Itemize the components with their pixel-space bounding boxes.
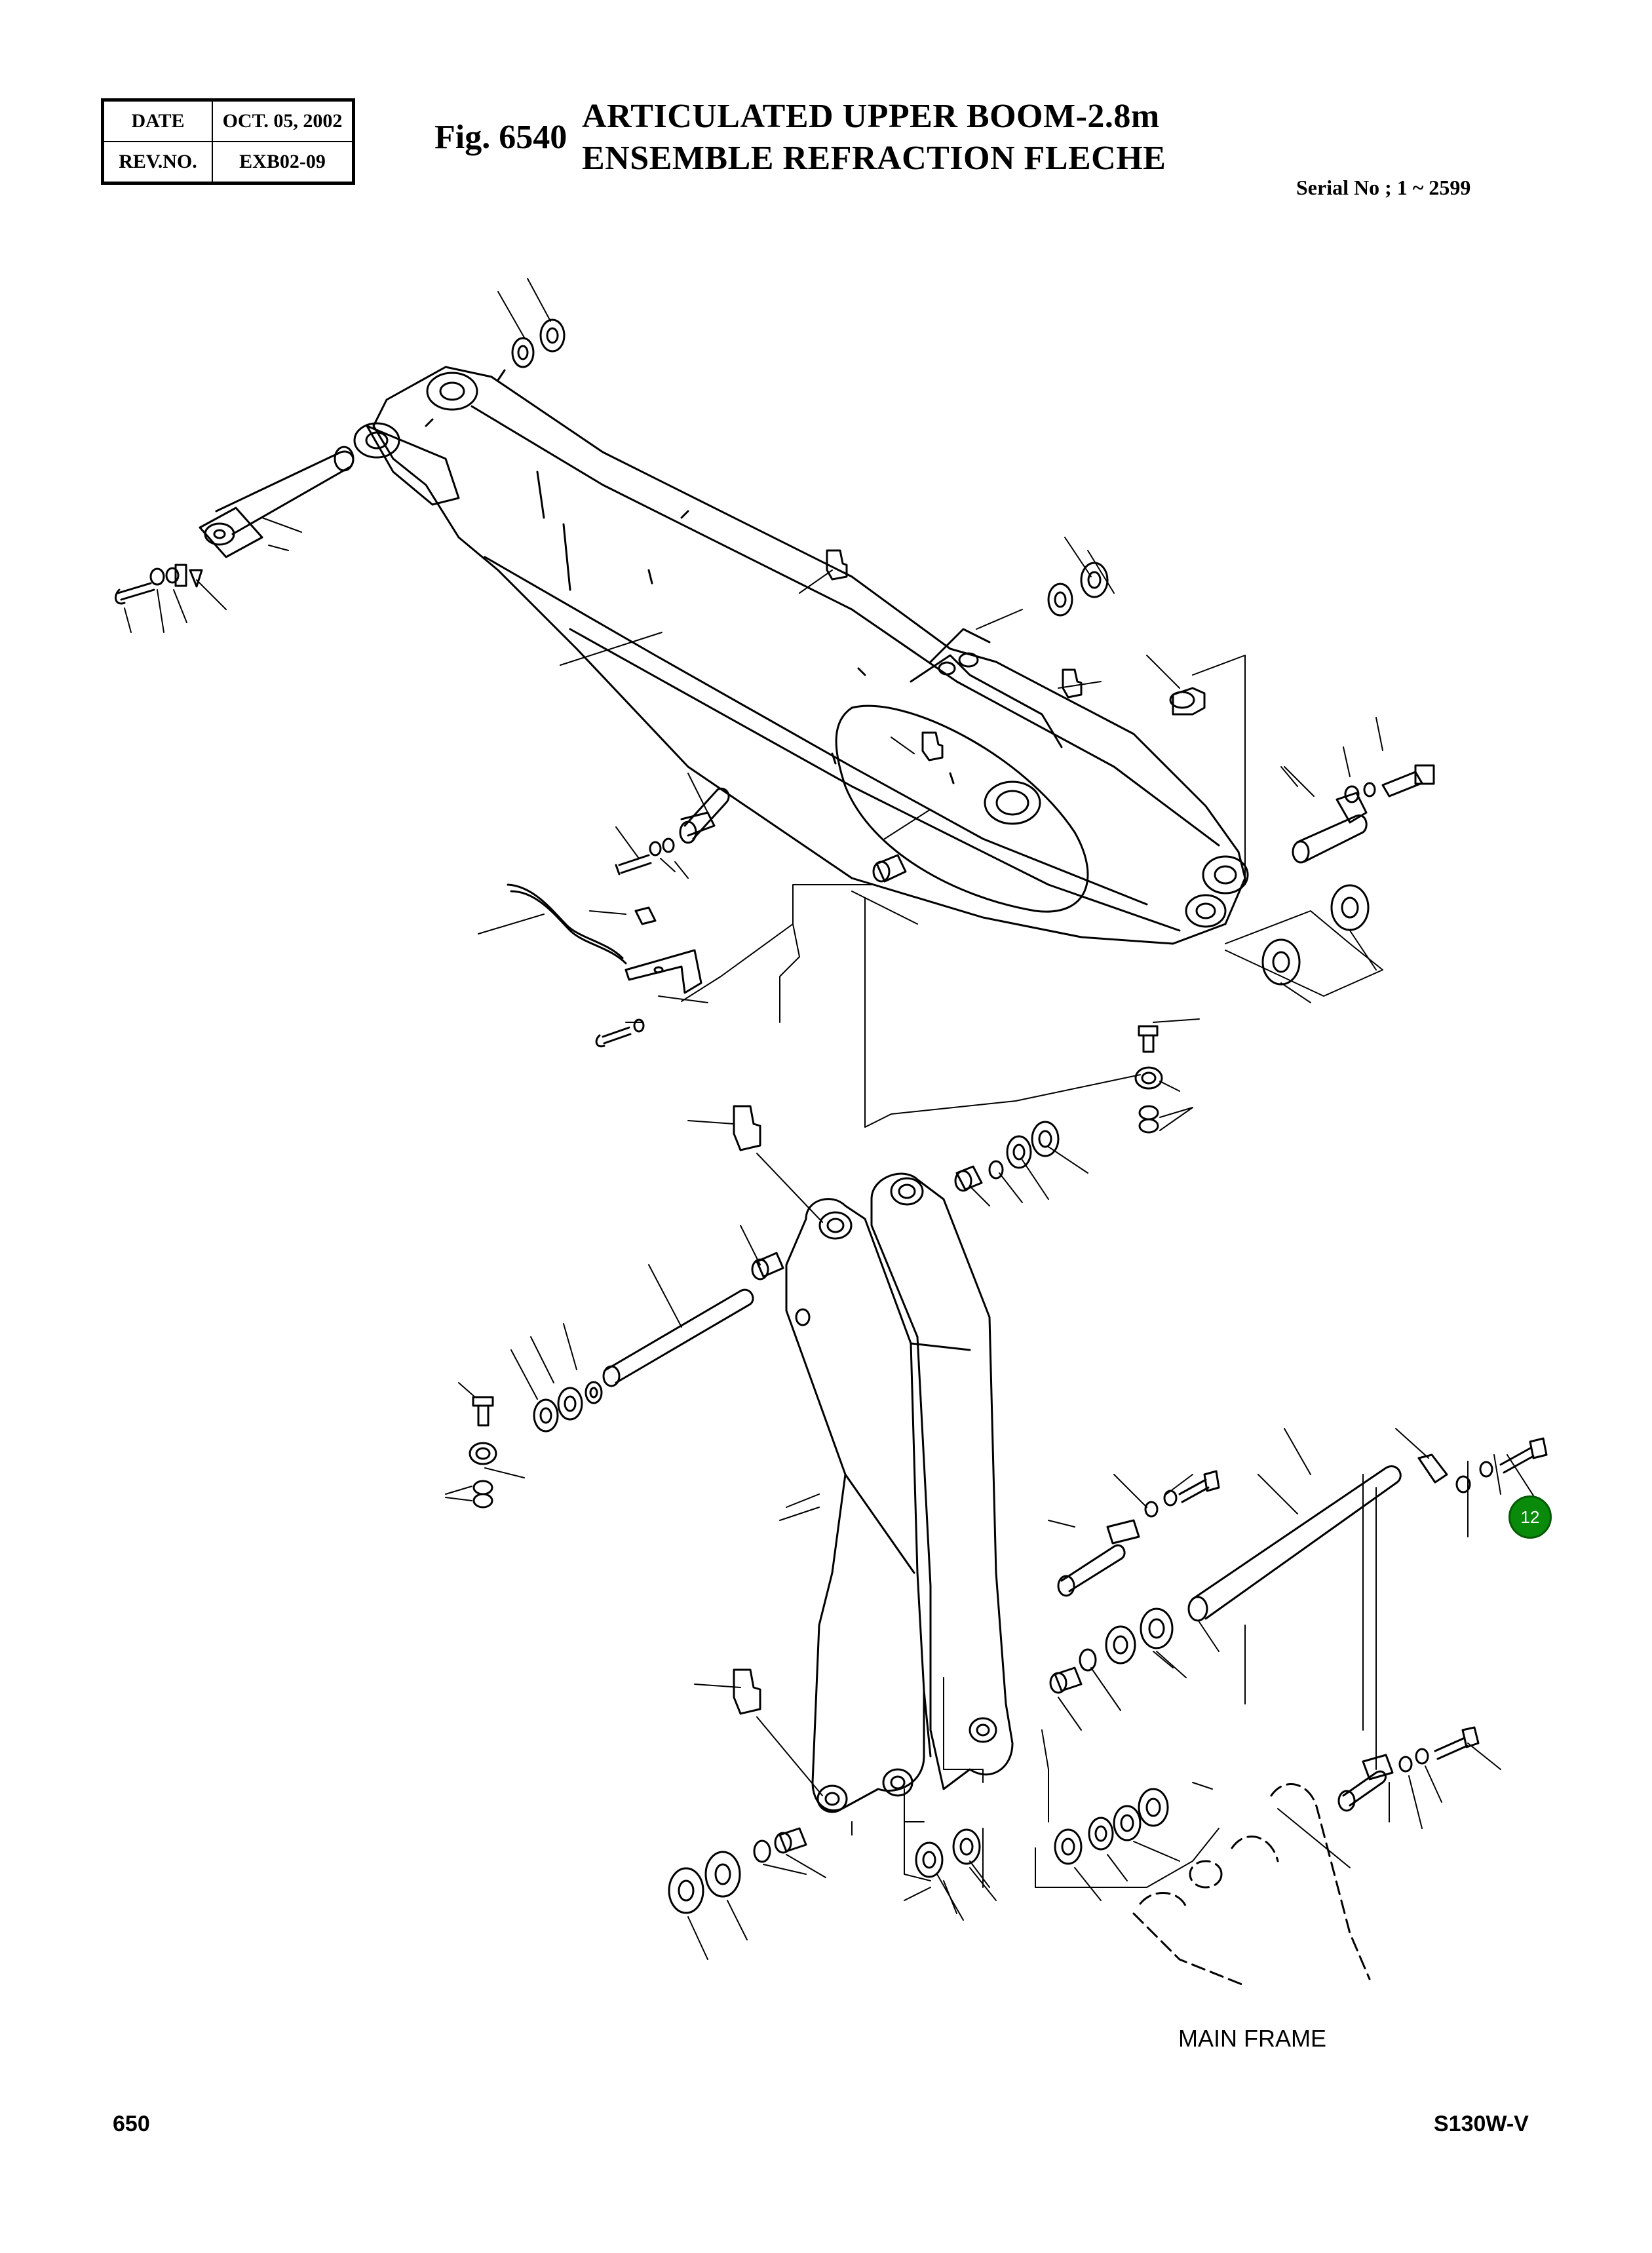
right-long-pin	[1057, 1437, 1548, 1622]
boom-end-pin	[114, 446, 355, 605]
title-french: ENSEMBLE REFRACTION FLECHE	[582, 140, 1166, 177]
model-code: S130W-V	[1434, 2111, 1529, 2136]
middle-pin-bracket	[507, 787, 907, 1048]
upper-boom	[353, 366, 1249, 945]
lower-right-washers	[1049, 1608, 1174, 1694]
leader-lines	[124, 278, 1537, 1960]
lower-left-hardware	[668, 1788, 1169, 1914]
page-number: 650	[113, 2111, 150, 2136]
rev-value: EXB02-09	[212, 141, 355, 184]
main-frame-pin	[1337, 1726, 1480, 1812]
left-long-pin	[602, 1252, 784, 1387]
date-value: OCT. 05, 2002	[212, 99, 355, 142]
revision-table: DATE OCT. 05, 2002 REV.NO. EXB02-09	[101, 98, 355, 185]
link-top-right-hardware	[954, 1025, 1163, 1192]
title-english: ARTICULATED UPPER BOOM-2.8m	[582, 98, 1160, 135]
grease-nipples-link	[733, 1105, 761, 1715]
main-frame-bracket	[1132, 1783, 1371, 1987]
left-hardware	[469, 1381, 603, 1509]
figure-number: Fig. 6540	[434, 119, 567, 156]
grease-nipples-boom	[826, 549, 1083, 761]
callout-badge[interactable]: 12	[1508, 1495, 1552, 1539]
date-label: DATE	[102, 99, 213, 142]
serial-range: Serial No ; 1 ~ 2599	[1296, 176, 1471, 199]
boom-right-washers	[1047, 562, 1206, 716]
link-arm	[785, 1172, 1014, 1813]
main-frame-label: MAIN FRAME	[1178, 2025, 1327, 2052]
rev-label: REV.NO.	[102, 141, 213, 184]
boom-right-pin	[1261, 764, 1435, 986]
boom-top-washers	[511, 318, 566, 368]
